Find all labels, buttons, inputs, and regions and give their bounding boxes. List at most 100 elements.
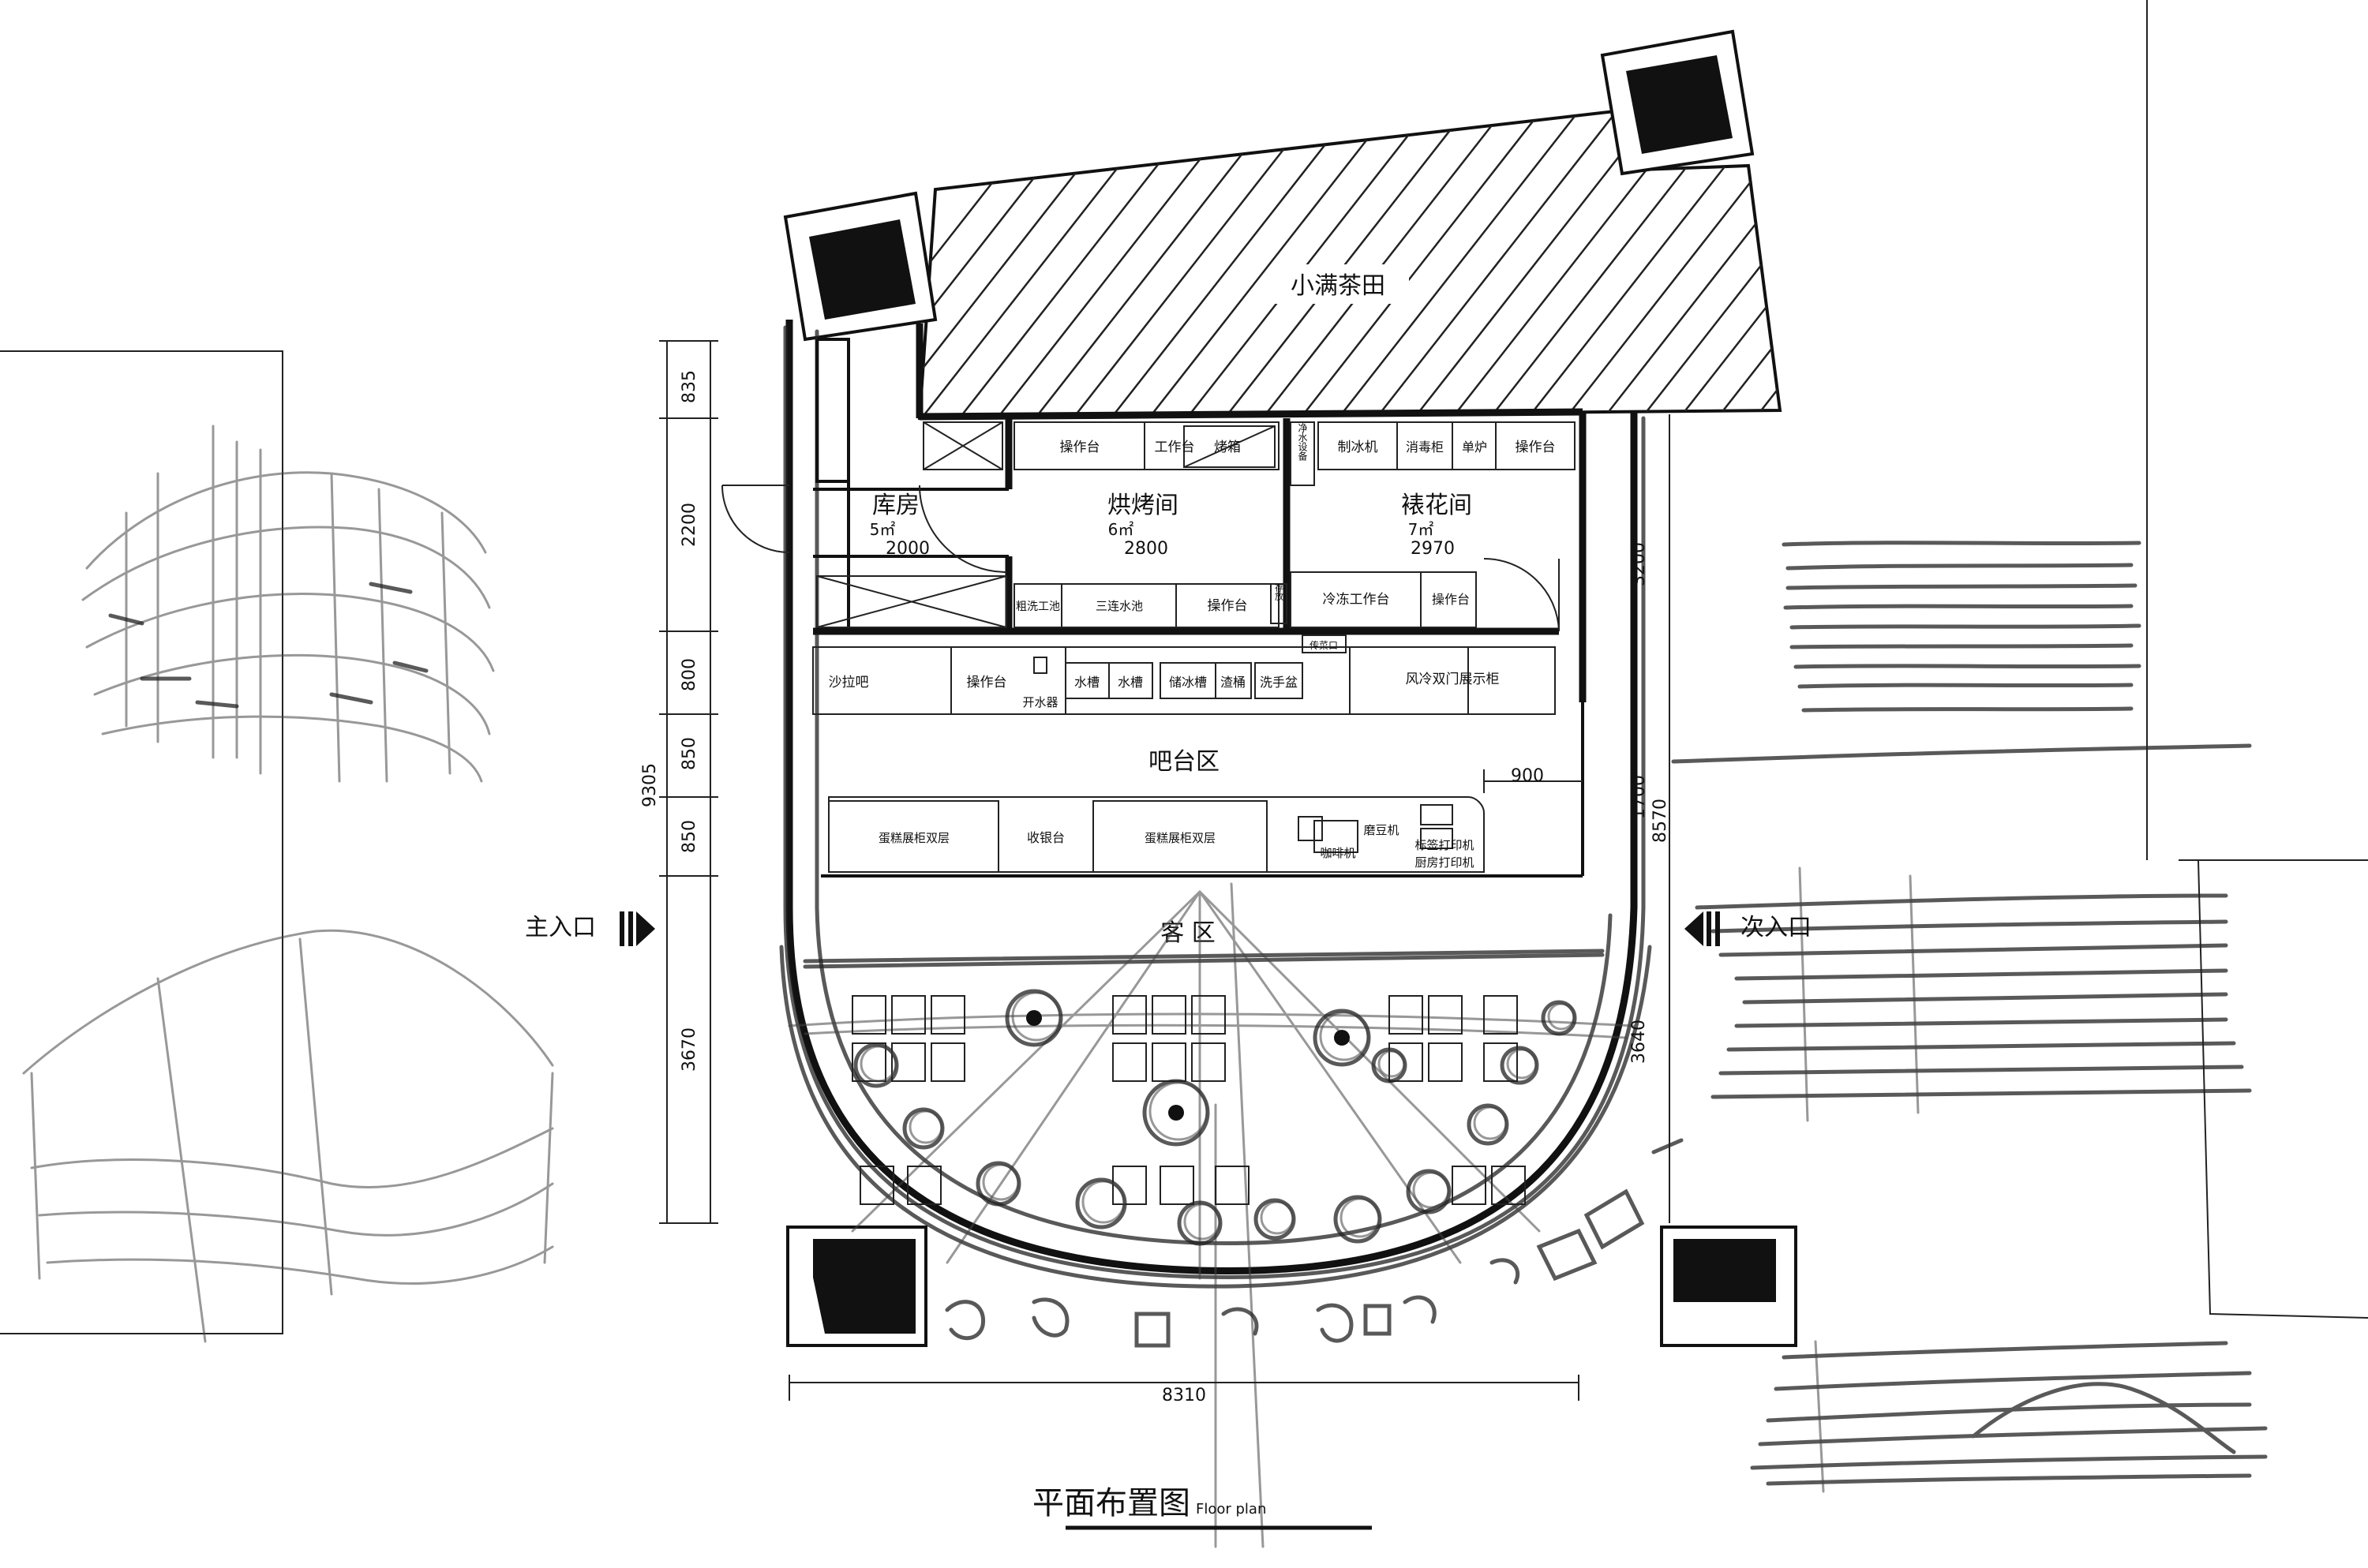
- hatch-label: 传菜口: [1310, 639, 1338, 651]
- hatch-line: [1584, 110, 1780, 418]
- hatch-line: [1243, 110, 1529, 418]
- round-table-sketch: [1377, 1050, 1406, 1078]
- chair: [931, 1042, 965, 1082]
- hatch-line: [1850, 79, 2134, 442]
- dim-850-b: 850: [680, 820, 699, 853]
- salad-bar-label: 沙拉吧: [829, 675, 869, 690]
- hatch-line: [1130, 110, 1415, 418]
- hatch-line: [1736, 110, 1780, 418]
- chair: [1152, 1042, 1186, 1082]
- tea-field-label: 小满茶田: [1291, 272, 1385, 300]
- secondary-entrance-label: 次入口: [1740, 914, 1812, 941]
- dim-3670: 3670: [680, 1027, 699, 1072]
- display-cabinet-label: 风冷双门展示柜: [1406, 672, 1500, 687]
- hatch-line: [1812, 79, 2096, 442]
- storage-tag-label: 存放: [1274, 582, 1284, 601]
- bakery-room-name: 烘烤间: [1107, 492, 1178, 519]
- hatch-line: [940, 110, 1226, 418]
- deco-counter-label: 操作台: [1516, 440, 1556, 455]
- hatch-line: [1016, 110, 1302, 418]
- chair: [1388, 1042, 1423, 1082]
- room-labels: 库房 5㎡ 2000 烘烤间 6㎡ 2800 裱花间 7㎡ 2970: [870, 492, 1472, 559]
- triple-sink-label: 三连水池: [1096, 599, 1143, 613]
- guest-seating-sketch: [788, 882, 1684, 1548]
- hatch-line: [1546, 110, 1780, 418]
- chair: [852, 995, 886, 1035]
- chair: [1191, 995, 1226, 1035]
- round-table-sketch: [1011, 991, 1062, 1042]
- bake-counter-2-label: 操作台: [1208, 598, 1248, 614]
- bake-counter-label: 操作台: [1060, 440, 1100, 455]
- secondary-entrance: 次入口: [1684, 911, 1812, 946]
- chair: [860, 1166, 894, 1205]
- decoration-room-width: 2970: [1411, 539, 1455, 559]
- plan-title: 平面布置图: [1032, 1485, 1190, 1521]
- chair: [1112, 1166, 1147, 1205]
- table-center: [1026, 1010, 1042, 1026]
- round-table-sketch: [1547, 1002, 1576, 1031]
- cashier-label: 收银台: [1027, 830, 1065, 845]
- chair: [1112, 995, 1147, 1035]
- round-table-sketch: [982, 1163, 1020, 1201]
- hatch-line: [1092, 110, 1377, 418]
- sterilizer-label: 消毒柜: [1406, 440, 1444, 455]
- hatch-line: [1281, 110, 1567, 418]
- sketch-panel-right: [1671, 0, 2368, 1493]
- left-dimensions: 835 2200 800 850 850 3670 9305: [640, 340, 718, 1224]
- round-table-sketch: [1473, 1106, 1508, 1140]
- main-entrance-arrow-icon: [620, 911, 655, 946]
- column-bottom-right: [1660, 1226, 1797, 1347]
- round-table-sketch: [1148, 1081, 1208, 1141]
- small-oven-label: 单炉: [1462, 440, 1487, 455]
- chair: [891, 995, 926, 1035]
- hand-basin-label: 洗手盆: [1260, 675, 1298, 690]
- decoration-room-area: 7㎡: [1408, 520, 1434, 539]
- hatch-line: [920, 110, 1188, 418]
- round-table-sketch: [909, 1110, 943, 1144]
- chair: [1428, 995, 1463, 1035]
- front-counter: 蛋糕展柜双层 收银台 蛋糕展柜双层 咖啡机 磨豆机 标签打印机 厨房打印机: [828, 796, 1485, 873]
- round-table-sketch: [1183, 1203, 1221, 1241]
- right-dimensions: 3200 1700 8570 3640: [1629, 542, 1670, 1064]
- hatch-line: [1698, 110, 1780, 418]
- chair: [1483, 1042, 1518, 1082]
- bar-area-label: 吧台区: [1148, 748, 1220, 776]
- column-top-right: [1600, 29, 1755, 176]
- cake-cabinet-1-label: 蛋糕展柜双层: [879, 831, 950, 845]
- guest-area-label: 客 区: [1160, 919, 1216, 947]
- hatch-line: [1205, 110, 1491, 418]
- hatch-line: [1319, 110, 1605, 418]
- ice-tank-label: 储冰槽: [1169, 675, 1207, 690]
- secondary-entrance-arrow-icon: [1684, 911, 1720, 946]
- freezer-bench-label: 冷冻工作台: [1323, 592, 1390, 608]
- chair: [1191, 1042, 1226, 1082]
- sink-2-label: 水槽: [1118, 675, 1143, 690]
- round-table-sketch: [1506, 1048, 1538, 1080]
- bar-depth-dimension: 900: [1483, 766, 1583, 793]
- table-center: [1168, 1105, 1184, 1121]
- bakery-room-area: 6㎡: [1108, 520, 1134, 539]
- label-printer-label: 标签打印机: [1414, 838, 1474, 852]
- oven-label: 烤箱: [1214, 440, 1241, 455]
- round-table-sketch: [1260, 1200, 1295, 1235]
- tea-field: 小满茶田: [917, 79, 2134, 442]
- dim-3640: 3640: [1629, 1020, 1649, 1064]
- deco-counter-2-label: 操作台: [1432, 592, 1470, 607]
- round-table-sketch: [860, 1045, 897, 1083]
- hatch-line: [1167, 110, 1453, 418]
- table-center: [1334, 1030, 1350, 1046]
- decoration-room-name: 裱花间: [1401, 492, 1472, 519]
- hatch-line: [1357, 110, 1643, 418]
- kitchen-printer-label: 厨房打印机: [1414, 855, 1474, 870]
- grinder-label: 磨豆机: [1363, 823, 1399, 837]
- dim-850-a: 850: [680, 737, 699, 770]
- main-entrance-label: 主入口: [525, 914, 596, 941]
- hatch-line: [1660, 110, 1780, 418]
- bar-depth-value: 900: [1511, 766, 1544, 786]
- bakery-equipment: 操作台 工作台 烤箱 粗洗工池 三连水池 操作台: [1014, 421, 1280, 628]
- decoration-equipment: 净水设备 制冰机 消毒柜 单炉 操作台 冷冻工作台 操作台 存放 传菜口: [1270, 421, 1576, 653]
- rough-sink-label: 粗洗工池: [1016, 601, 1060, 613]
- sketch-panel-left: [0, 350, 554, 1343]
- cake-cabinet-2-label: 蛋糕展柜双层: [1145, 831, 1216, 845]
